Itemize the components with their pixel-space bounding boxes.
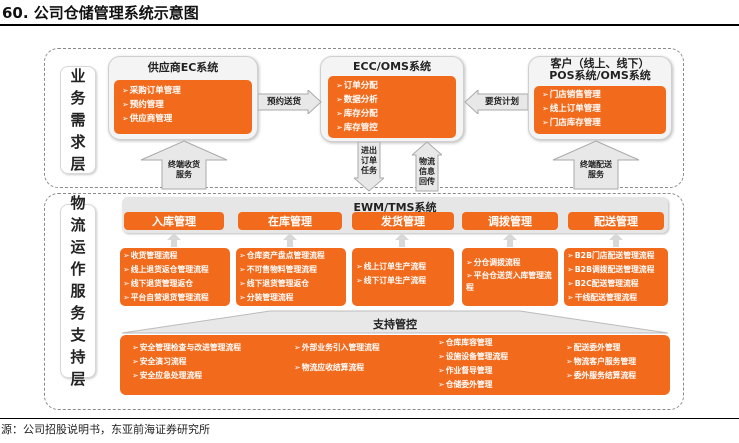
support-item: 配送委外管理 xyxy=(566,341,636,355)
ecc-item: 库存分配 xyxy=(336,107,448,121)
customer-item: 线上订单管理 xyxy=(542,102,658,116)
instock-item: 分装管理流程 xyxy=(239,291,343,305)
business-layer-container xyxy=(44,48,684,188)
module-shipping-items: 线上订单生产流程 线下订单生产流程 xyxy=(352,248,454,306)
business-layer-label: 业务需求层 xyxy=(60,66,96,174)
order-task-arrow-icon xyxy=(354,142,384,192)
module-header-shipping: 发货管理 xyxy=(352,212,454,230)
replenish-arrow-icon xyxy=(464,90,528,114)
support-item: 委外服务结算流程 xyxy=(566,369,636,383)
support-column-3: 仓库库容管理 设施设备管理流程 作业督导管理 仓储委外管理 xyxy=(438,336,508,392)
inbound-item: 平台自营退货管理流程 xyxy=(123,291,227,305)
module-instock-items: 仓库资产盘点管理流程 不可售物料管理流程 线下退货管理返仓 分装管理流程 xyxy=(236,248,346,306)
ecc-item: 订单分配 xyxy=(336,79,448,93)
transfer-item: 分仓调拨流程 xyxy=(466,256,554,270)
module-header-inbound: 入库管理 xyxy=(124,212,224,230)
support-item: 外部业务引入管理流程 xyxy=(294,338,380,358)
delivery-item: 干线配送管理流程 xyxy=(567,291,665,305)
customer-item: 门店库存管理 xyxy=(542,116,658,130)
support-item: 安全管理检查与改进管理流程 xyxy=(132,341,241,355)
replenish-label: 要货计划 xyxy=(484,97,519,107)
support-item: 物流客户服务管理 xyxy=(566,355,636,369)
support-item: 设施设备管理流程 xyxy=(438,350,508,364)
delivery-item: B2C配送管理流程 xyxy=(567,277,665,291)
support-item: 作业督导管理 xyxy=(438,364,508,378)
support-column-2: 外部业务引入管理流程 物流应收结算流程 xyxy=(294,338,380,378)
delivery-item: B2B调拨配送管理流程 xyxy=(567,263,665,277)
supplier-item: 采购订单管理 xyxy=(122,84,244,98)
supplier-up-label: 终端收货服务 xyxy=(168,160,200,179)
ecc-item: 数据分析 xyxy=(336,93,448,107)
support-item: 物流应收结算流程 xyxy=(294,358,380,378)
customer-pos-items: 门店销售管理 线上订单管理 门店库存管理 xyxy=(534,86,666,134)
supplier-item: 供应商管理 xyxy=(122,112,244,126)
ecc-oms-title: ECC/OMS系统 xyxy=(353,60,431,73)
source-note: 源：公司招股说明书，东亚前海证券研究所 xyxy=(1,423,210,436)
inbound-item: 收货管理流程 xyxy=(123,249,227,263)
module-header-delivery: 配送管理 xyxy=(568,212,664,230)
logistics-info-label: 物流信息回传 xyxy=(419,157,435,186)
support-item: 仓储委外管理 xyxy=(438,378,508,392)
customer-up-arrow-icon xyxy=(552,140,640,190)
business-layer-text: 业务需求层 xyxy=(70,67,86,173)
supplier-ec-items: 采购订单管理 预约管理 供应商管理 xyxy=(114,80,252,134)
inbound-item: 线上退货返仓管理流程 xyxy=(123,263,227,277)
module-header-instock: 在库管理 xyxy=(238,212,342,230)
booking-arrow-icon xyxy=(258,90,322,114)
customer-up-label: 终端配送服务 xyxy=(580,160,612,179)
supplier-ec-title: 供应商EC系统 xyxy=(147,61,219,74)
shipping-item: 线上订单生产流程 xyxy=(356,260,450,274)
module-inbound-items: 收货管理流程 线上退货返仓管理流程 线下退货管理返仓 平台自营退货管理流程 xyxy=(120,248,230,306)
instock-item: 不可售物料管理流程 xyxy=(239,263,343,277)
supplier-up-arrow-icon xyxy=(140,140,228,190)
logistics-layer-container xyxy=(44,193,684,410)
shipping-item: 线下订单生产流程 xyxy=(356,274,450,288)
title-rule xyxy=(0,24,739,26)
supplier-item: 预约管理 xyxy=(122,98,244,112)
support-items: 安全管理检查与改进管理流程 安全演习流程 安全应急处理流程 外部业务引入管理流程… xyxy=(120,335,670,395)
support-item: 安全演习流程 xyxy=(132,355,241,369)
ecc-item: 库存管控 xyxy=(336,121,448,135)
instock-item: 线下退货管理返仓 xyxy=(239,277,343,291)
logistics-layer-text: 物流运作服务支持层 xyxy=(70,194,86,388)
customer-pos-title: 客户（线上、线下）POS系统/OMS系统 xyxy=(549,57,651,82)
support-item: 安全应急处理流程 xyxy=(132,369,241,383)
ewm-tms-title: EWM/TMS系统 xyxy=(353,201,437,214)
footer-rule xyxy=(0,418,739,419)
order-task-label: 进出订单任务 xyxy=(361,146,377,175)
page-title: 60. 公司仓储管理系统示意图 xyxy=(2,4,199,22)
module-header-transfer: 调拨管理 xyxy=(462,212,558,230)
instock-item: 仓库资产盘点管理流程 xyxy=(239,249,343,263)
transfer-item: 平台仓送货入库管理流程 xyxy=(466,270,554,294)
inbound-item: 线下退货管理返仓 xyxy=(123,277,227,291)
logistics-layer-label: 物流运作服务支持层 xyxy=(60,194,96,388)
module-delivery-items: B2B门店配送管理流程 B2B调拨配送管理流程 B2C配送管理流程 干线配送管理… xyxy=(564,248,668,306)
support-trapezoid xyxy=(121,310,669,334)
customer-item: 门店销售管理 xyxy=(542,88,658,102)
support-column-4: 配送委外管理 物流客户服务管理 委外服务结算流程 xyxy=(566,341,636,383)
module-arrow-icons xyxy=(167,233,623,247)
booking-label: 预约送货 xyxy=(266,97,301,107)
logistics-info-arrow-icon xyxy=(412,142,442,192)
ecc-oms-items: 订单分配 数据分析 库存分配 库存管控 xyxy=(328,76,456,138)
support-title: 支持管控 xyxy=(373,318,417,331)
support-item: 仓库库容管理 xyxy=(438,336,508,350)
module-transfer-items: 分仓调拨流程 平台仓送货入库管理流程 xyxy=(462,248,558,306)
delivery-item: B2B门店配送管理流程 xyxy=(567,249,665,263)
support-column-1: 安全管理检查与改进管理流程 安全演习流程 安全应急处理流程 xyxy=(132,341,241,383)
